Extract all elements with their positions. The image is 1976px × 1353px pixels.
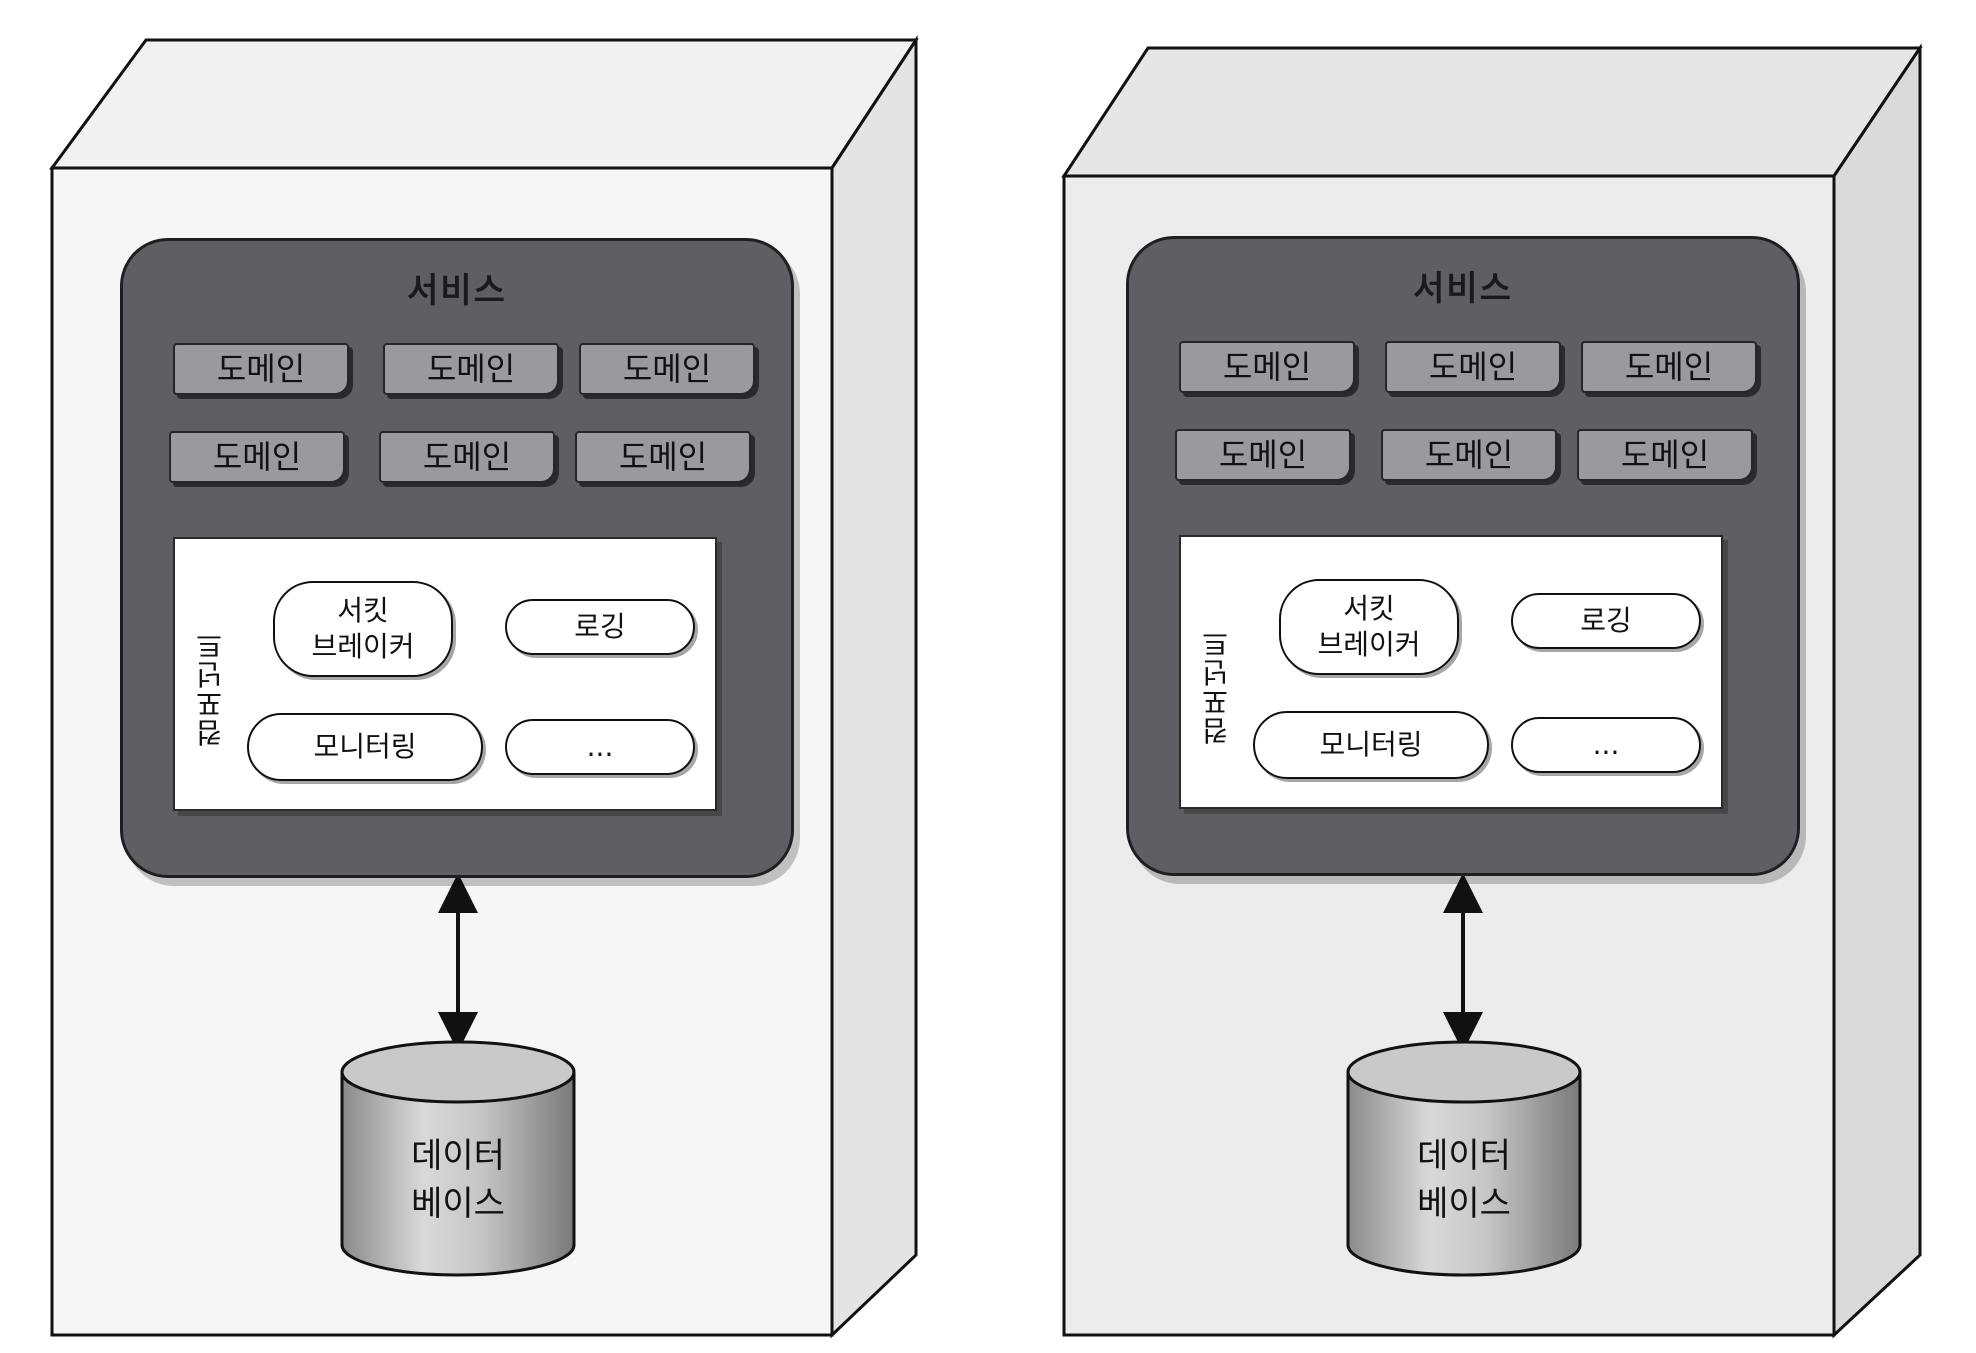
logging-component: 로깅 [505,599,695,655]
logging-component: 로깅 [1511,593,1701,649]
domain-box: 도메인 [1581,341,1757,393]
domain-box: 도메인 [1179,341,1355,393]
domain-box: 도메인 [575,431,751,483]
domain-box: 도메인 [1175,429,1351,481]
domain-box: 도메인 [383,343,559,395]
right-database-cylinder [1346,1040,1582,1277]
monitoring-component: 모니터링 [247,713,483,781]
left-database-label: 데이터 베이스 [411,1136,505,1224]
circuit-breaker-component: 서킷 브레이커 [273,581,453,677]
left-database-cylinder [340,1040,576,1277]
domain-box: 도메인 [379,431,555,483]
more-components: ... [1511,717,1701,773]
monitoring-component: 모니터링 [1253,711,1489,779]
domain-box: 도메인 [579,343,755,395]
domain-box: 도메인 [1385,341,1561,393]
left-service-panel: 서비스 도메인 도메인 도메인 도메인 도메인 도메인 컴포넌트 서킷 브레이커… [120,238,794,878]
right-database-label: 데이터 베이스 [1417,1136,1511,1224]
service-title: 서비스 [407,271,507,311]
components-label: 컴포넌트 [194,631,227,747]
domain-box: 도메인 [169,431,345,483]
domain-box: 도메인 [1577,429,1753,481]
domain-box: 도메인 [1381,429,1557,481]
components-panel: 컴포넌트 서킷 브레이커 로깅 모니터링 ... [1179,535,1723,809]
right-service-panel: 서비스 도메인 도메인 도메인 도메인 도메인 도메인 컴포넌트 서킷 브레이커… [1126,236,1800,876]
components-label: 컴포넌트 [1200,629,1233,745]
components-panel: 컴포넌트 서킷 브레이커 로깅 모니터링 ... [173,537,717,811]
circuit-breaker-component: 서킷 브레이커 [1279,579,1459,675]
domain-box: 도메인 [173,343,349,395]
more-components: ... [505,719,695,775]
service-title: 서비스 [1413,269,1513,309]
